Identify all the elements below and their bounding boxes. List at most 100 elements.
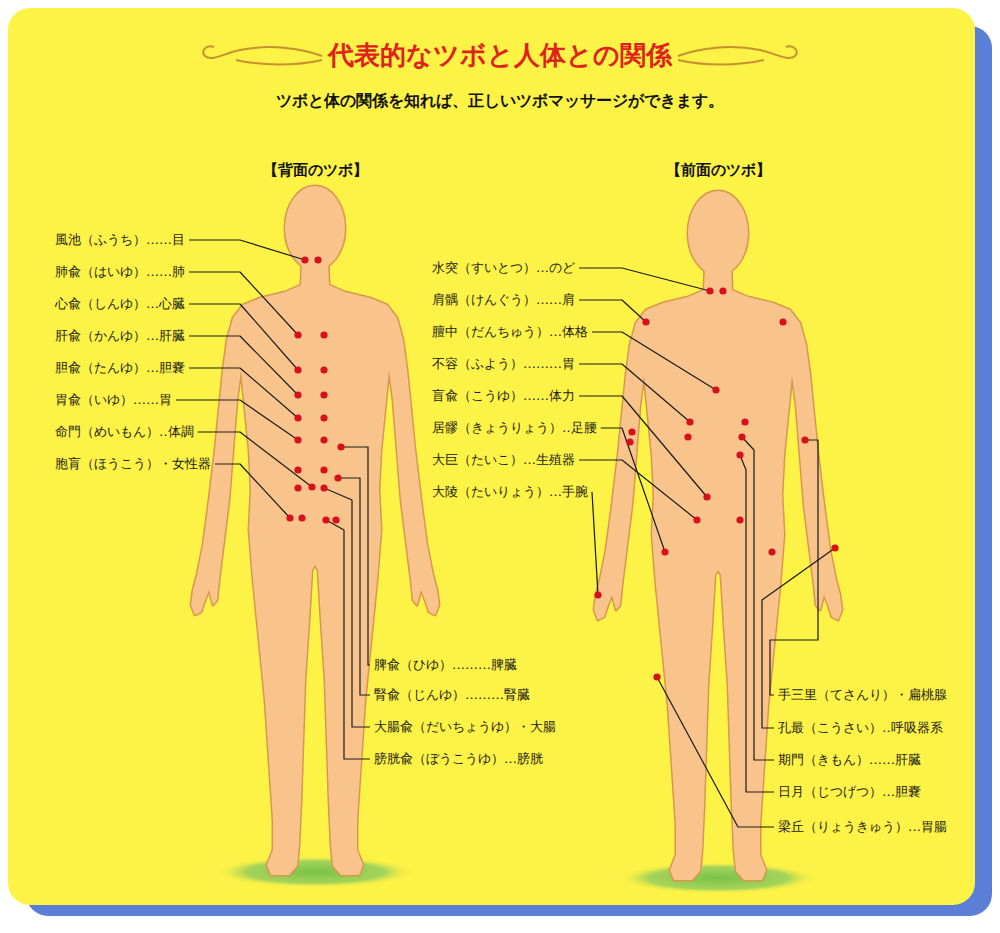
ground-shadow — [618, 862, 818, 894]
acupoint-label: 居髎（きょうりょう）‥足腰 — [432, 419, 597, 437]
acupoint-dot — [322, 516, 329, 523]
acupoint-label: 膻中（だんちゅう）…体格 — [432, 323, 588, 341]
acupoint-label: 風池（ふうち）……目 — [55, 231, 185, 249]
leader-line — [579, 460, 697, 520]
acupoint-label: 膀胱兪（ぼうこうゆ）…膀胱 — [374, 750, 543, 768]
subtitle: ツボと体の関係を知れば、正しいツボマッサージができます。 — [276, 91, 724, 112]
acupoint-dot — [626, 438, 633, 445]
body-figures — [191, 186, 842, 880]
acupoint-dot — [653, 673, 660, 680]
acupoint-dot — [294, 436, 301, 443]
acupoint-label: 大陵（たいりょう）…手腕 — [432, 483, 588, 501]
acupoint-label: 期門（きもん）……肝臓 — [778, 751, 921, 769]
acupoint-dot — [706, 287, 713, 294]
leader-line — [189, 368, 298, 418]
body-fill — [191, 258, 439, 875]
acupoint-label: 水突（すいとつ）…のど — [432, 259, 575, 277]
acupoint-dot — [337, 443, 344, 450]
acupoint-dot — [320, 391, 327, 398]
acupoint-label: 肺兪（はいゆ）……肺 — [55, 263, 185, 281]
leader-line — [189, 304, 298, 370]
acupoint-dot — [320, 436, 327, 443]
acupoint-label: 脾兪（ひゆ）………脾臓 — [374, 656, 517, 674]
acupoint-dots — [286, 256, 838, 680]
acupoint-dot — [768, 548, 775, 555]
acupoint-label: 命門（めいもん）‥体調 — [55, 423, 194, 441]
acupoint-dot — [741, 418, 748, 425]
body-figure — [594, 191, 842, 880]
leader-line — [579, 268, 710, 291]
acupoint-dot — [686, 418, 693, 425]
swirl — [678, 46, 797, 58]
acupoint-label: 大腸兪（だいちょうゆ）・大腸 — [374, 718, 556, 736]
leader-line — [579, 300, 646, 322]
head-outline — [688, 191, 748, 275]
acupoint-label: 胞肓（ほうこう）・女性器 — [55, 455, 211, 473]
acupoint-dot — [736, 451, 743, 458]
leader-line — [198, 432, 312, 487]
acupoint-dot — [294, 484, 301, 491]
ground-shadow — [215, 856, 415, 888]
leader-line — [189, 336, 298, 395]
acupoint-dot — [320, 414, 327, 421]
head-outline — [285, 186, 345, 270]
acupoint-label: 日月（じつげつ）…胆嚢 — [778, 783, 921, 801]
leader-line — [579, 396, 707, 497]
swirl — [236, 60, 322, 65]
leader-line — [770, 440, 818, 695]
leader-line — [579, 364, 690, 422]
acupoint-dot — [320, 484, 327, 491]
acupoint-label: 孔最（こうさい）‥呼吸器系 — [778, 719, 943, 737]
section-heading: 【背面のツボ】 — [263, 161, 368, 180]
leader-line — [324, 488, 370, 727]
leader-lines — [176, 240, 835, 827]
acupoint-dot — [320, 366, 327, 373]
leader-line — [742, 437, 774, 760]
acupoint-dot — [628, 428, 635, 435]
acupoint-dot — [294, 391, 301, 398]
acupoint-dot — [703, 493, 710, 500]
acupoint-dot — [693, 516, 700, 523]
title: 代表的なツボと人体との関係 — [328, 38, 672, 73]
acupoint-dot — [294, 414, 301, 421]
acupoint-dot — [779, 318, 786, 325]
body-figure — [191, 186, 439, 875]
acupoint-dot — [736, 516, 743, 523]
acupoint-dot — [332, 516, 339, 523]
leader-line — [601, 428, 665, 552]
acupoint-dot — [738, 433, 745, 440]
acupoint-dot — [594, 591, 601, 598]
acupoint-label: 肝兪（かんゆ）…肝臓 — [55, 327, 185, 345]
acupoint-label: 胆兪（たんゆ）…胆嚢 — [55, 359, 185, 377]
acupoint-dot — [684, 433, 691, 440]
acupoint-dot — [334, 474, 341, 481]
leader-line — [657, 677, 774, 827]
leader-line — [592, 332, 716, 390]
acupoint-dot — [286, 514, 293, 521]
leader-line — [326, 520, 370, 759]
swirl — [678, 60, 764, 65]
acupoint-dot — [314, 256, 321, 263]
acupoint-dot — [320, 331, 327, 338]
head-fill — [285, 186, 345, 270]
acupoint-label: 心兪（しんゆ）…心臓 — [55, 295, 185, 313]
acupoint-label: 胃兪（いゆ）……胃 — [55, 391, 172, 409]
acupoint-dot — [712, 386, 719, 393]
head-fill — [688, 191, 748, 275]
acupoint-dot — [294, 331, 301, 338]
leader-line — [189, 240, 305, 260]
swirl — [203, 46, 322, 58]
leader-line — [215, 464, 290, 518]
acupoint-dot — [642, 318, 649, 325]
acupoint-dot — [294, 366, 301, 373]
acupoint-dot — [308, 483, 315, 490]
acupoint-label: 肩髃（けんぐう）……肩 — [432, 291, 575, 309]
panel — [8, 8, 975, 905]
acupoint-dot — [831, 544, 838, 551]
leader-line — [592, 492, 598, 595]
acupoint-dot — [298, 514, 305, 521]
acupoint-dot — [294, 466, 301, 473]
acupoint-label: 梁丘（りょうきゅう）…胃腸 — [778, 818, 947, 836]
acupoint-dot — [719, 287, 726, 294]
